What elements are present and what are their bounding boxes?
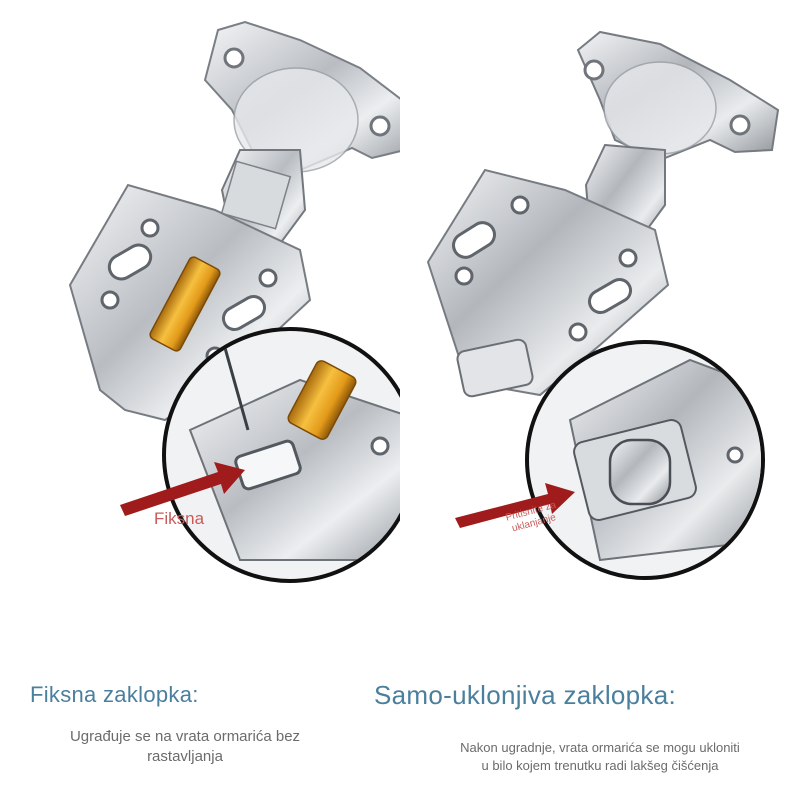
fixed-hinge-panel: Fiksna bbox=[0, 0, 400, 620]
description-line-1: Nakon ugradnje, vrata ormarića se mogu u… bbox=[460, 740, 740, 755]
removable-hinge-title: Samo-uklonjiva zaklopka: bbox=[374, 680, 677, 710]
red-arrow bbox=[455, 483, 575, 528]
description-line-2: u bilo kojem trenutku radi lakšeg čišćen… bbox=[481, 757, 719, 773]
removable-hinge-panel: Pritisnite za uklanjanje bbox=[400, 0, 800, 620]
zoom-circle bbox=[162, 327, 400, 583]
fixed-hinge-illustration bbox=[68, 20, 400, 583]
cup-plate bbox=[576, 30, 780, 162]
cup-plate bbox=[203, 20, 400, 173]
brass-piston bbox=[149, 256, 221, 352]
fixed-hinge-description: Ugrađuje se na vrata ormarića bez rastav… bbox=[69, 728, 301, 766]
mounting-plate bbox=[426, 168, 670, 398]
removable-hinge-illustration bbox=[426, 30, 780, 580]
fixed-callout-label: Fiksna bbox=[154, 509, 205, 528]
red-arrow bbox=[120, 462, 245, 516]
zoom-circle bbox=[525, 340, 765, 580]
fixed-hinge-title: Fiksna zaklopka: bbox=[30, 682, 199, 707]
removable-hinge-description: Nakon ugradnje, vrata ormarića se mogu u… bbox=[420, 739, 780, 774]
